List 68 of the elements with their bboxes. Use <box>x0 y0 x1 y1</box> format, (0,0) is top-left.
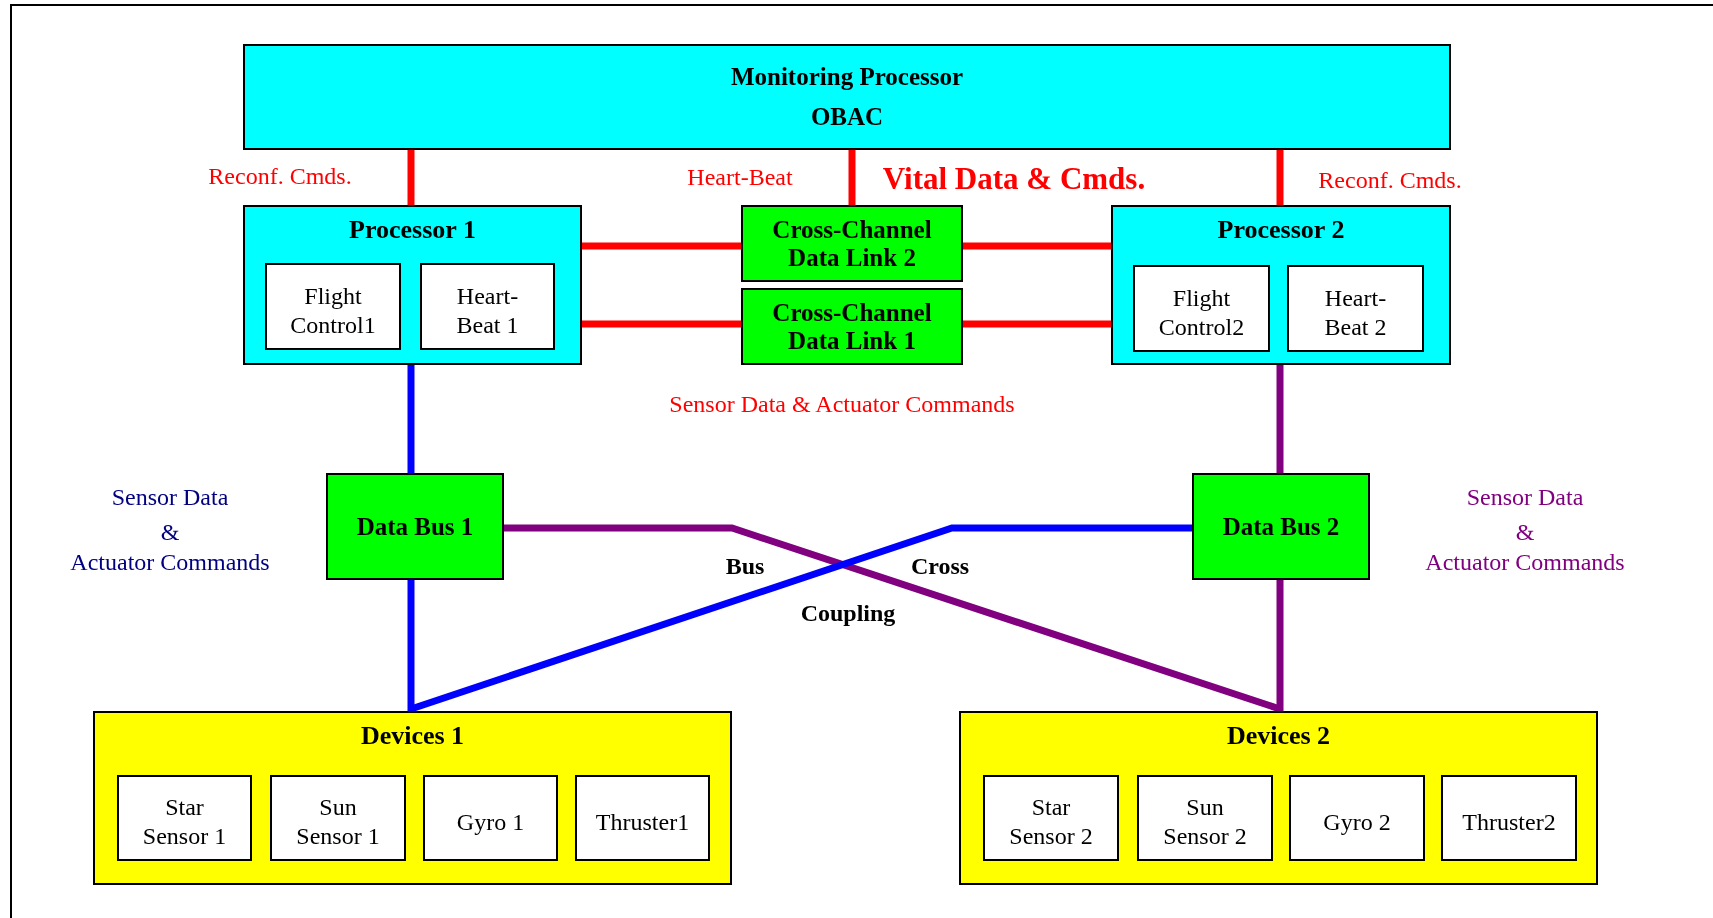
monitoring-processor-box <box>243 44 1451 150</box>
node-label: Monitoring Processor <box>730 62 964 92</box>
annotation-label: Sensor Data <box>111 483 229 511</box>
annotation-label: Reconf. Cmds. <box>208 162 352 190</box>
data-link-box <box>741 288 963 365</box>
node-label: Thruster1 <box>595 807 690 837</box>
annotation-label: Vital Data & Cmds. <box>882 161 1146 197</box>
data-bus-box <box>326 473 504 580</box>
component-box <box>1287 265 1424 352</box>
node-label: Devices 1 <box>359 721 466 751</box>
connector-line <box>582 242 741 250</box>
component-box <box>117 775 252 861</box>
devices-box <box>93 711 732 885</box>
node-label: Gyro 1 <box>456 807 525 837</box>
processor-box <box>1111 205 1451 365</box>
annotation-label: Sensor Data <box>1466 483 1584 511</box>
annotation-label: Actuator Commands <box>70 548 270 576</box>
component-box <box>420 263 555 350</box>
annotation-label: Reconf. Cmds. <box>1318 166 1462 194</box>
component-box <box>265 263 401 350</box>
node-label: Processor 2 <box>1216 215 1346 245</box>
annotation-label: & <box>160 518 180 546</box>
connector-line <box>1276 150 1284 205</box>
connector-line <box>963 320 1111 328</box>
node-label: Heart-Beat 1 <box>455 281 520 340</box>
data-link-box <box>741 205 963 282</box>
component-box <box>270 775 406 861</box>
node-label: Gyro 2 <box>1323 807 1391 837</box>
component-box <box>1441 775 1577 861</box>
node-label: Processor 1 <box>348 215 477 245</box>
node-label: Flight Control1 <box>289 281 377 340</box>
connector-line <box>848 150 856 205</box>
component-box <box>983 775 1119 861</box>
connector-line <box>1276 365 1284 473</box>
node-label: Flight Control2 <box>1157 283 1246 342</box>
devices-box <box>959 711 1598 885</box>
annotation-label: Cross <box>910 552 970 580</box>
annotation-label: Actuator Commands <box>1425 548 1625 576</box>
processor-box <box>243 205 582 365</box>
node-label: OBAC <box>810 102 884 132</box>
connector-line <box>407 365 415 473</box>
node-label: Star Sensor 2 <box>1008 793 1094 851</box>
node-label: Data Bus 1 <box>356 511 474 542</box>
component-box <box>575 775 710 861</box>
connector-line <box>963 242 1111 250</box>
annotation-label: Sensor Data & Actuator Commands <box>669 390 1015 418</box>
node-label: Sun Sensor 2 <box>1162 793 1248 851</box>
annotation-label: & <box>1515 518 1535 546</box>
connector-line <box>407 150 415 205</box>
node-label: Cross-Channel Data Link 2 <box>771 216 933 271</box>
annotation-label: Coupling <box>800 599 896 627</box>
node-label: Star Sensor 1 <box>141 793 228 851</box>
component-box <box>1133 265 1270 352</box>
connector-line <box>407 580 415 711</box>
node-label: Heart-Beat 2 <box>1323 283 1388 342</box>
node-label: Sun Sensor 1 <box>295 793 381 851</box>
node-label: Thruster2 <box>1462 807 1556 837</box>
component-box <box>423 775 558 861</box>
node-label: Data Bus 2 <box>1222 511 1340 542</box>
component-box <box>1289 775 1425 861</box>
connector-line <box>1276 580 1284 711</box>
annotation-label: Heart-Beat <box>687 163 793 191</box>
node-label: Devices 2 <box>1225 721 1332 751</box>
connector-line <box>582 320 741 328</box>
node-label: Cross-Channel Data Link 1 <box>771 299 933 354</box>
annotation-label: Bus <box>725 552 765 580</box>
component-box <box>1137 775 1273 861</box>
data-bus-box <box>1192 473 1370 580</box>
